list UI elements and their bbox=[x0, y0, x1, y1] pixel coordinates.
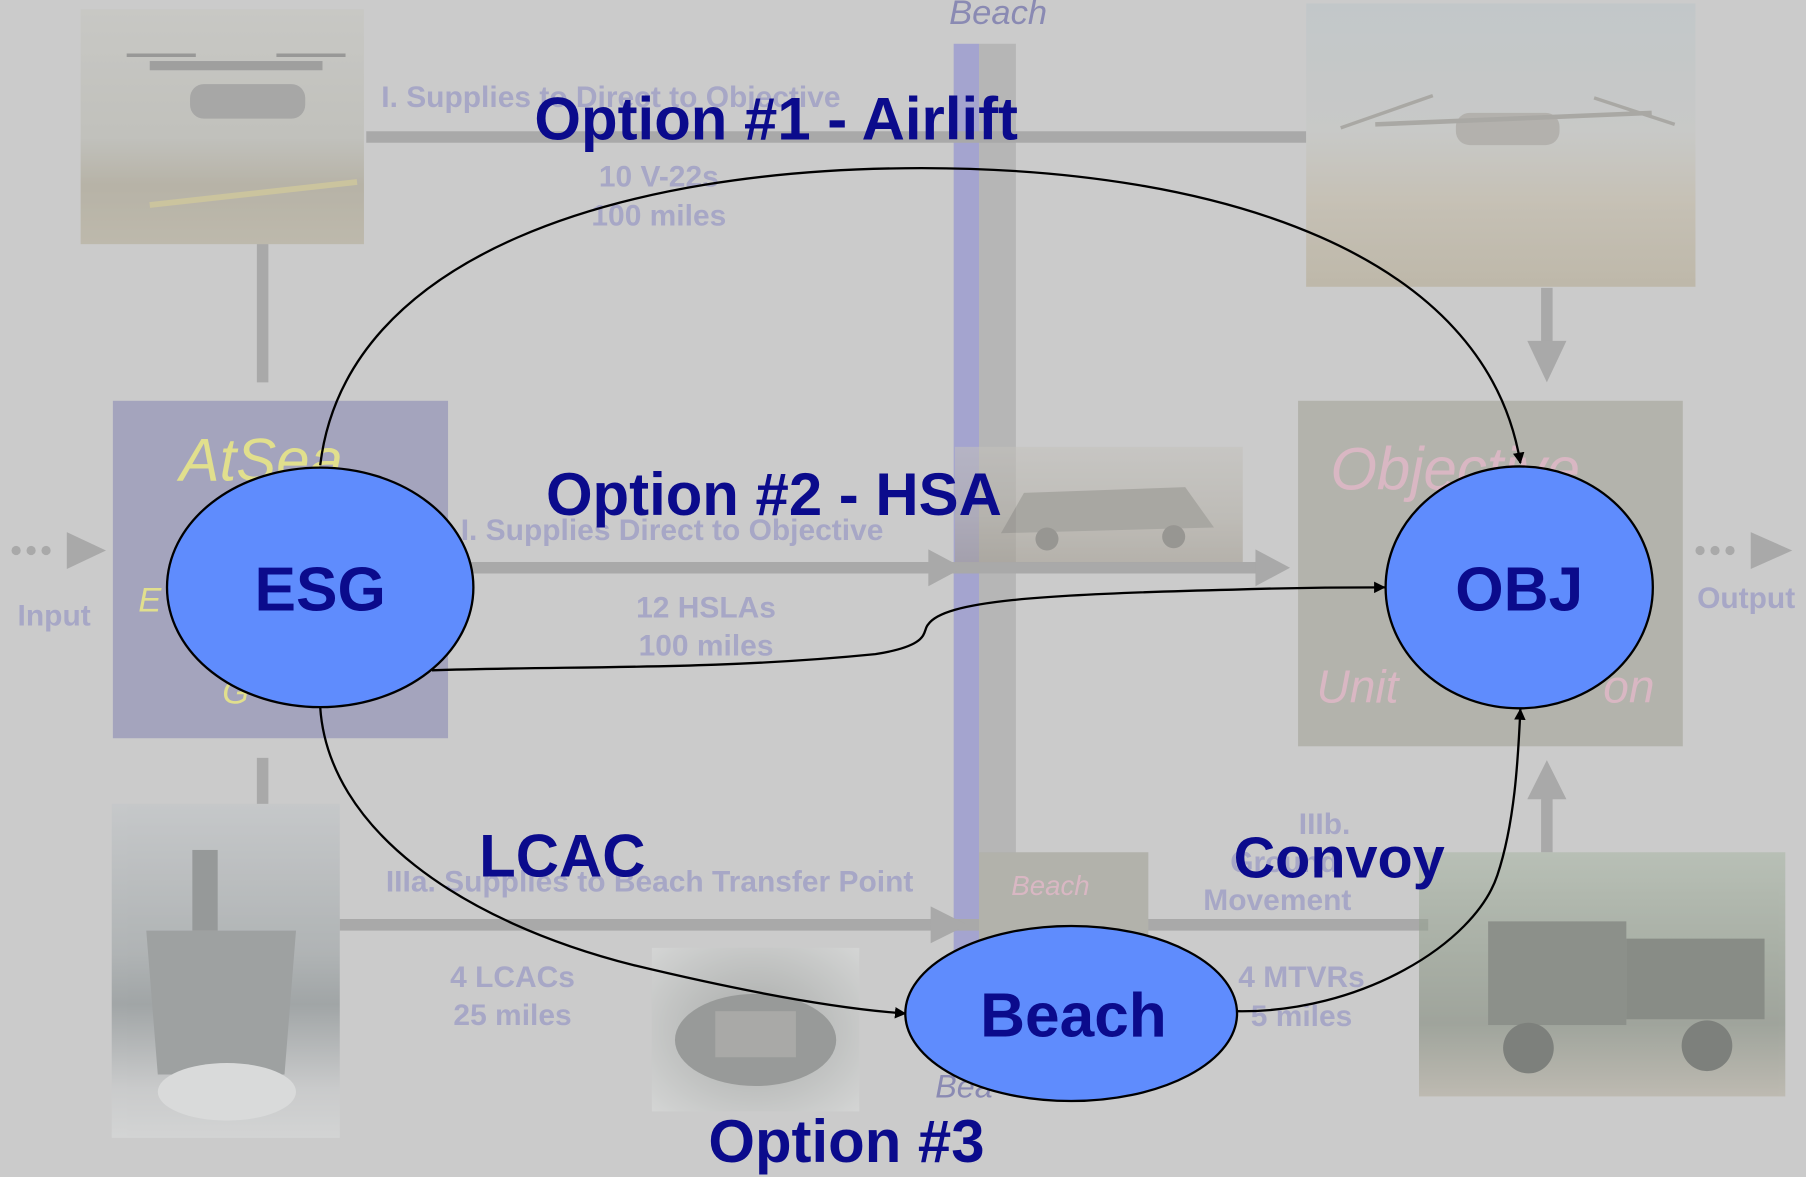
atsea-fragment: E bbox=[138, 581, 162, 620]
node-beach-label: Beach bbox=[980, 982, 1167, 1051]
vehicle-icon bbox=[1000, 487, 1214, 551]
option-1-label: Option #1 - Airlift bbox=[534, 86, 1019, 154]
lcac-label: LCAC bbox=[479, 823, 646, 891]
option-2-label: Option #2 - HSA bbox=[545, 461, 1002, 529]
route-3b-title: Movement bbox=[1203, 882, 1352, 917]
beach-top-label: Beach bbox=[949, 0, 1048, 33]
ship-icon bbox=[146, 849, 297, 1121]
route-2-title: I. Supplies Direct to Objective bbox=[460, 512, 884, 548]
node-obj-label: OBJ bbox=[1455, 555, 1583, 624]
option-3-label: Option #3 bbox=[708, 1109, 985, 1176]
route-3b-detail: 5 miles bbox=[1250, 998, 1353, 1034]
route-1-title: I. Supplies to Direct to Objective bbox=[381, 79, 841, 115]
beach-box-label: Beach bbox=[1011, 870, 1090, 902]
output-arrowhead bbox=[1750, 532, 1793, 569]
connector-bottom-right-arrowhead bbox=[1527, 760, 1567, 800]
route-2-detail: 12 HSLAs bbox=[636, 589, 776, 625]
route-3-arrowhead bbox=[930, 906, 968, 944]
input-dot bbox=[11, 545, 21, 556]
route-3b-title: Ground bbox=[1230, 844, 1339, 879]
ship-photo bbox=[111, 803, 340, 1138]
output-dot bbox=[1725, 545, 1735, 556]
lcac-photo bbox=[651, 947, 860, 1112]
hsa-vehicle-photo bbox=[954, 446, 1243, 563]
route-3b-title: IIIb. bbox=[1298, 806, 1351, 841]
input-dot bbox=[26, 545, 36, 556]
route-3b-detail: 4 MTVRs bbox=[1238, 959, 1365, 994]
output-dot bbox=[1710, 545, 1720, 556]
route-2-mid-arrowhead bbox=[928, 549, 963, 587]
output-dot bbox=[1695, 545, 1705, 556]
mtvr-truck-photo bbox=[1419, 852, 1786, 1097]
aircraft-icon bbox=[1340, 93, 1676, 146]
node-esg-label: ESG bbox=[255, 555, 386, 624]
route-3a-title: IIIa. Supplies to Beach Transfer Point bbox=[385, 863, 914, 899]
route-1-detail: 10 V-22s bbox=[598, 158, 719, 194]
route-option-3-lcac bbox=[319, 707, 907, 1019]
node-obj[interactable]: OBJ bbox=[1384, 465, 1654, 710]
route-option-2-hsa bbox=[431, 581, 1386, 672]
v22-deck-photo bbox=[80, 9, 364, 245]
route-option-1-airlift bbox=[319, 166, 1525, 466]
node-beach[interactable]: Beach bbox=[904, 924, 1239, 1103]
objective-fragment: Unit bbox=[1316, 662, 1399, 713]
output-label: Output bbox=[1697, 580, 1796, 616]
hovercraft-icon bbox=[674, 993, 837, 1087]
route-3a-detail: 4 LCACs bbox=[450, 959, 575, 994]
route-option-3-convoy bbox=[1235, 708, 1526, 1013]
input-arrowhead bbox=[66, 532, 106, 569]
connector-top-right-arrowhead bbox=[1527, 340, 1567, 383]
input-dot bbox=[41, 545, 51, 556]
truck-icon bbox=[1488, 921, 1765, 1074]
node-esg[interactable]: ESG bbox=[165, 466, 475, 709]
input-label: Input bbox=[17, 597, 91, 633]
v22-flight-photo bbox=[1306, 3, 1696, 287]
route-2-detail: 100 miles bbox=[638, 627, 774, 663]
route-3a-detail: 25 miles bbox=[453, 997, 572, 1032]
route-2-arrowhead bbox=[1255, 549, 1291, 587]
aircraft-icon bbox=[126, 53, 358, 208]
convoy-label: Convoy bbox=[1233, 825, 1445, 891]
